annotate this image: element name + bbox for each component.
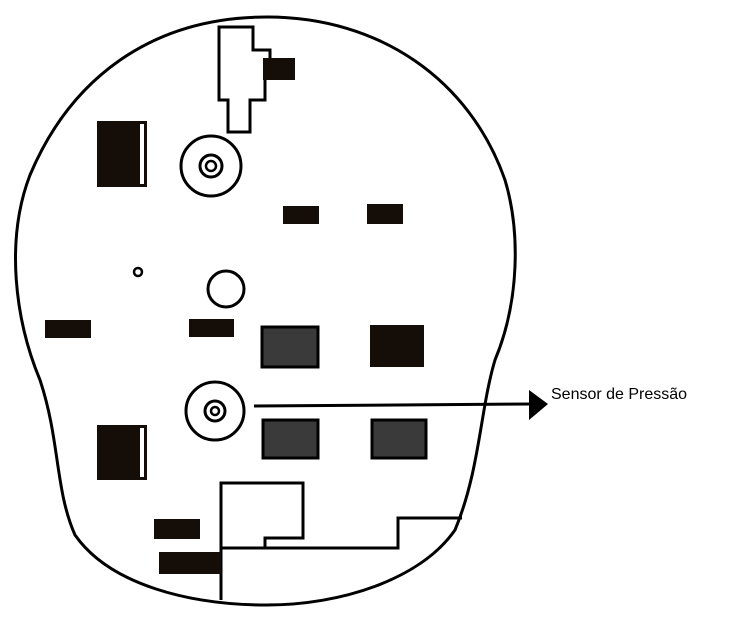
component-bottom-wide bbox=[159, 552, 221, 574]
small-hole bbox=[132, 266, 144, 278]
component-lower-left-stripe bbox=[140, 428, 144, 477]
board-outline bbox=[14, 15, 517, 607]
callout-line bbox=[253, 402, 534, 408]
component-upper-left-stripe bbox=[140, 124, 144, 184]
component-gray-3 bbox=[370, 418, 428, 460]
component-small-1 bbox=[283, 206, 319, 224]
component-center-middle bbox=[189, 319, 234, 337]
component-small-2 bbox=[367, 204, 403, 224]
pressure-sensor-icon bbox=[184, 380, 246, 442]
component-dark-square bbox=[370, 325, 424, 367]
component-lower-left bbox=[97, 425, 147, 480]
upper-mount-icon bbox=[179, 134, 243, 198]
top-connector-outline bbox=[217, 25, 272, 134]
top-connector-pad bbox=[263, 58, 295, 80]
bottom-connector-outline bbox=[219, 481, 305, 550]
bottom-trace bbox=[221, 516, 462, 550]
component-upper-left bbox=[97, 121, 147, 187]
pressure-sensor-label: Sensor de Pressão bbox=[551, 386, 688, 403]
component-gray-1 bbox=[260, 325, 320, 369]
middle-hole bbox=[206, 269, 246, 309]
component-gray-2 bbox=[261, 418, 320, 460]
component-bottom-small bbox=[154, 519, 200, 539]
component-left-middle bbox=[45, 320, 91, 338]
arrow-head-icon bbox=[529, 390, 548, 420]
